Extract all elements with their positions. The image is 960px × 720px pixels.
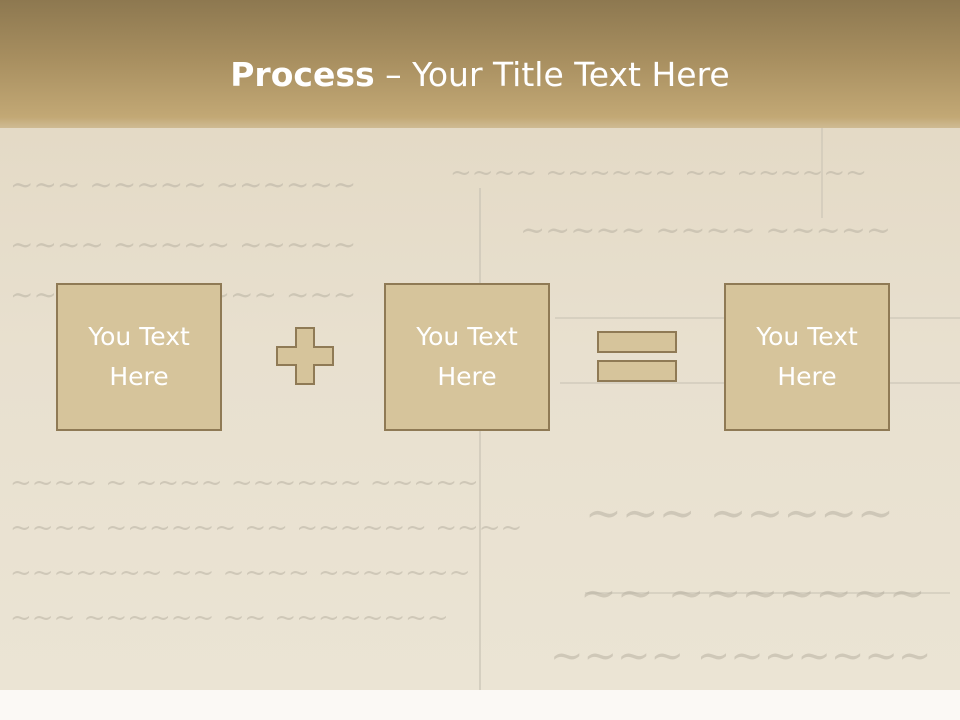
process-box-3[interactable]: You Text Here xyxy=(724,283,890,431)
title-rest: – Your Title Text Here xyxy=(374,55,730,94)
handwriting-decoration: ~~~~ ~~~~~~~ xyxy=(550,633,932,679)
plus-icon xyxy=(276,327,334,385)
process-box-3-label: You Text Here xyxy=(756,322,858,391)
handwriting-decoration: ~~~~ ~~~~~ ~~~~~ xyxy=(10,228,357,261)
handwriting-decoration: ~~~~~~~ ~~ ~~~~ ~~~~~~~ xyxy=(10,558,471,588)
handwriting-decoration: ~~~ ~~~~~ xyxy=(585,488,894,539)
handwriting-decoration: ~~~~~ ~~~~ ~~~~~ xyxy=(520,213,891,248)
handwriting-decoration: ~~ ~~~~~~~ xyxy=(580,568,926,619)
handwriting-decoration: ~~~ ~~~~~ ~~~~~~ xyxy=(10,168,357,201)
title-bar xyxy=(0,0,960,150)
handwriting-decoration: ~~~~ ~~~~~~ ~~ ~~~~~~ xyxy=(450,158,867,188)
equals-icon xyxy=(597,331,677,382)
process-box-1-label: You Text Here xyxy=(88,322,190,391)
bottom-strip xyxy=(0,690,960,720)
slide-title: Process – Your Title Text Here xyxy=(0,55,960,94)
handwriting-decoration: ~~~ ~~~~~~ ~~ ~~~~~~~~ xyxy=(10,603,449,633)
process-box-2-label: You Text Here xyxy=(416,322,518,391)
process-box-1[interactable]: You Text Here xyxy=(56,283,222,431)
title-bold: Process xyxy=(230,55,375,94)
process-box-2[interactable]: You Text Here xyxy=(384,283,550,431)
handwriting-decoration: ~~~~ ~~~~~~ ~~ ~~~~~~ ~~~~ xyxy=(10,513,523,543)
handwriting-decoration: ~~~~ ~ ~~~~ ~~~~~~ ~~~~~ xyxy=(10,468,479,498)
